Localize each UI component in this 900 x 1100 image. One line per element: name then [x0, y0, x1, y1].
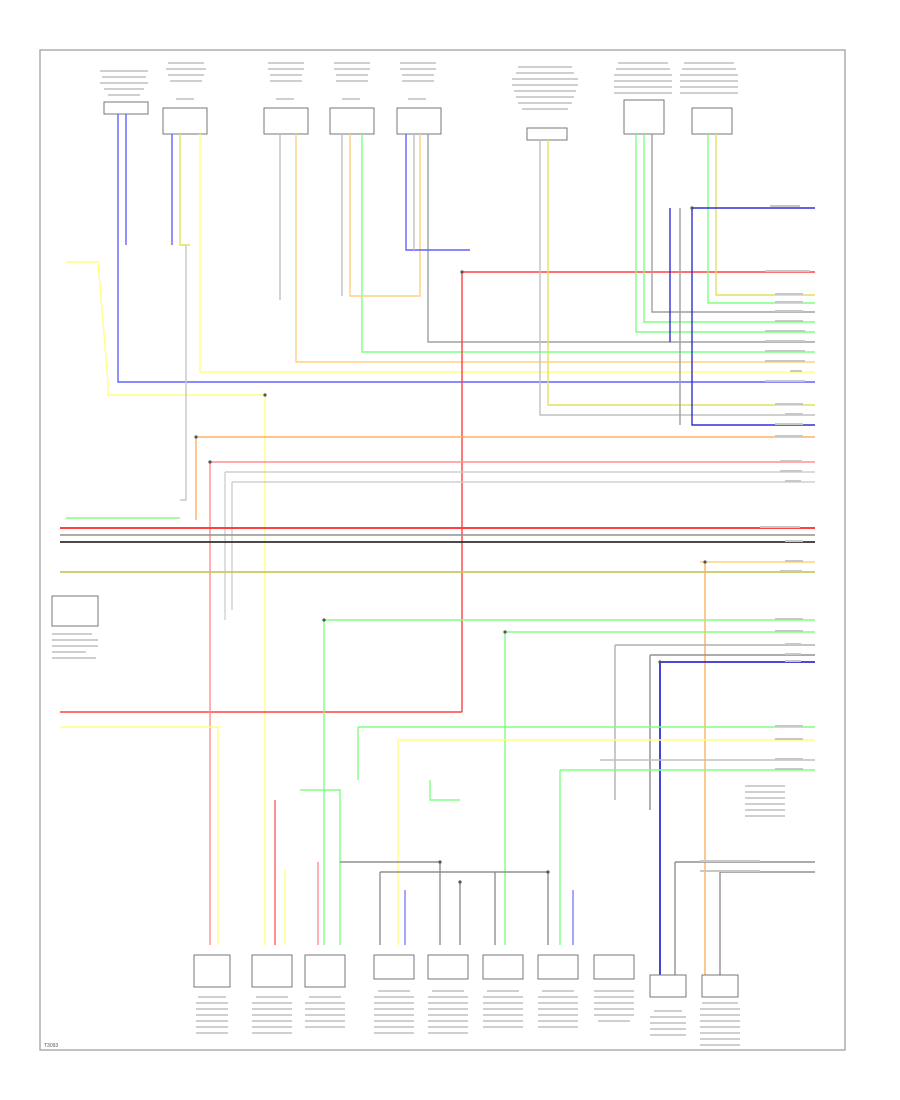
- wire-yellow: [179, 134, 190, 246]
- wire-green: [643, 134, 815, 323]
- left-component-label: [52, 633, 98, 659]
- left-component-box: [51, 595, 99, 627]
- wire-gray: [340, 861, 441, 945]
- wire-blue: [691, 208, 815, 426]
- wire-yellow: [199, 134, 815, 373]
- wire-blue: [405, 134, 470, 251]
- wire-gray: [427, 134, 815, 343]
- wire-orange: [349, 134, 421, 297]
- right-edge-labels: [700, 205, 810, 872]
- wire-green: [300, 789, 341, 945]
- wire-orange: [295, 134, 815, 363]
- wire-gray: [539, 140, 815, 416]
- wire-green: [361, 134, 815, 353]
- wire-yellow: [60, 726, 219, 945]
- wire-yellow: [547, 140, 815, 406]
- right-annotation-block: [745, 785, 785, 817]
- bottom-connectors: [193, 954, 739, 998]
- wire-green: [635, 134, 815, 333]
- wire-blue: [117, 114, 815, 383]
- wire-green: [429, 780, 460, 801]
- junction-dots: [194, 206, 707, 884]
- wire-gray: [180, 245, 187, 501]
- wire-gray: [651, 134, 815, 313]
- wire-yellow: [66, 261, 266, 945]
- bottom-label-blocks: [196, 990, 740, 1046]
- top-label-blocks: [100, 62, 738, 110]
- top-connectors: [103, 99, 733, 141]
- diagram-frame: [39, 49, 846, 1051]
- wires: [60, 114, 815, 975]
- wire-red: [461, 271, 815, 712]
- wire-green: [707, 134, 815, 304]
- diagram-code: T3093: [44, 1043, 58, 1049]
